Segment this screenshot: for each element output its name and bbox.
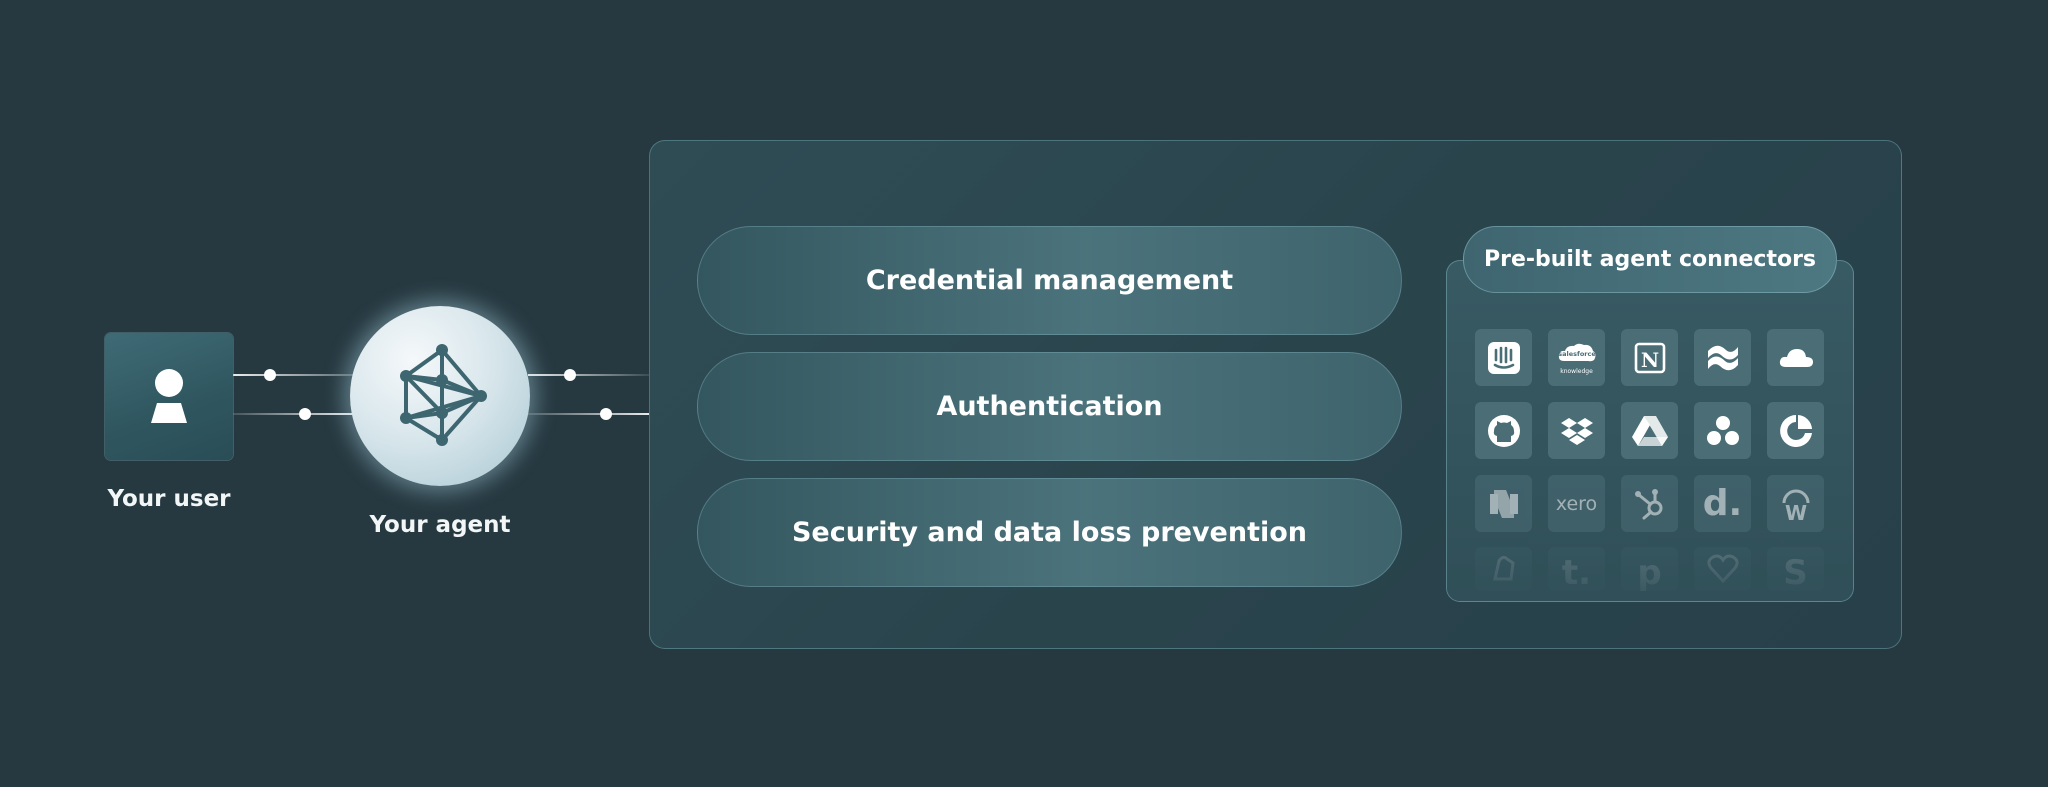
user-card [105,333,233,460]
hubspot-icon [1621,475,1678,532]
xero-text: xero [1555,492,1598,515]
xero-icon: xero [1548,475,1605,532]
connector-line [528,374,649,376]
security-dlp-block: Security and data loss prevention [697,478,1402,587]
connector-line [233,374,353,376]
google-drive-icon [1621,402,1678,459]
credential-management-block: Credential management [697,226,1402,335]
salesforce-subtitle: knowledge [1560,367,1593,375]
neural-network-icon [400,344,487,446]
agent-label: Your agent [369,512,511,538]
notion-icon: N [1621,329,1678,386]
confluence-icon [1694,329,1751,386]
github-icon [1475,402,1532,459]
connector-node [299,408,311,420]
agent-node [350,306,530,486]
svg-text:W: W [1784,501,1806,523]
authentication-block: Authentication [697,352,1402,461]
connectors-title: Pre-built agent connectors [1463,226,1837,293]
connectors-panel: salesforce knowledge N [1446,260,1854,602]
svg-text:N: N [1640,348,1658,372]
salesforce-knowledge-icon: salesforce knowledge [1548,329,1605,386]
connector-node [564,369,576,381]
connector-line [233,413,353,415]
workday-icon: W [1767,475,1824,532]
clockwise-icon [1767,402,1824,459]
intercom-icon [1475,329,1532,386]
connector-node [264,369,276,381]
user-label: Your user [107,486,231,512]
svg-text:salesforce: salesforce [1558,350,1596,358]
dialpad-icon: d. [1694,475,1751,532]
user-icon [151,369,187,423]
netsuite-icon [1475,475,1532,532]
connector-node [600,408,612,420]
asana-icon [1694,402,1751,459]
dropbox-icon [1548,402,1605,459]
grid-fade [1447,531,1853,601]
connector-line [528,413,649,415]
cloud-icon [1767,329,1824,386]
